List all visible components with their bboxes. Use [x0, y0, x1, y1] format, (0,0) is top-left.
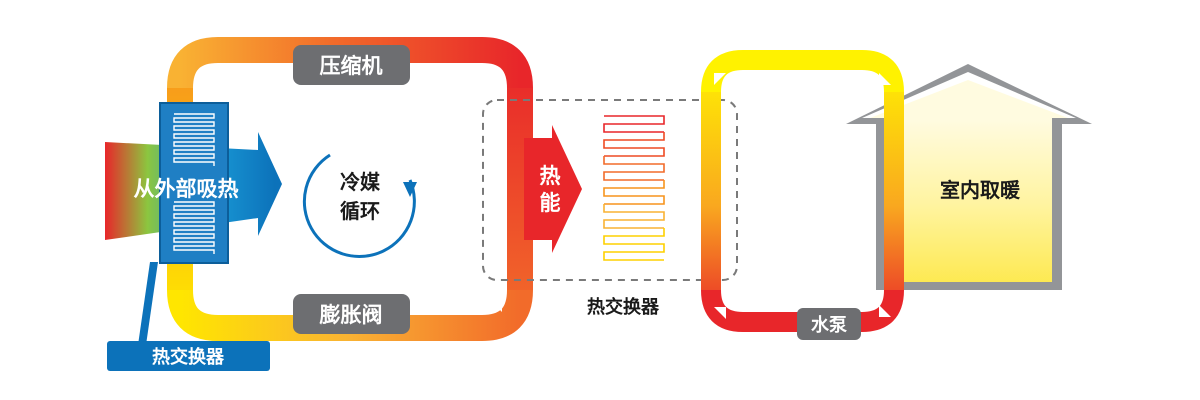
evaporator-exchanger-badge	[107, 341, 270, 371]
flow-arrow-icon	[490, 300, 502, 312]
evaporator-heat-exchanger	[159, 102, 229, 264]
flow-arrow-icon	[879, 73, 891, 85]
flow-arrow-icon	[490, 70, 502, 82]
expansion-valve-badge	[293, 294, 410, 334]
flow-arrow-icon	[879, 305, 891, 317]
cycle-arc	[302, 153, 416, 258]
refrigerant-cycle-line2: 循环	[340, 199, 380, 223]
water-pump-badge	[797, 308, 861, 340]
house-interior	[888, 118, 1052, 282]
exchanger-pointer	[138, 262, 158, 345]
flow-arrow-icon	[714, 73, 726, 85]
flow-arrow-icon	[714, 307, 726, 319]
middle-exchanger-label: 热交换器	[587, 296, 660, 318]
flow-arrow-icon	[201, 298, 213, 310]
indoor-heating-label: 室内取暖	[940, 178, 1021, 202]
evaporator-exchanger-label: 热交换器	[152, 346, 225, 368]
absorb-heat-label: 从外部吸热	[134, 177, 239, 201]
middle-exchanger-frame	[482, 99, 738, 281]
compressor-label: 压缩机	[320, 54, 383, 78]
compressor-badge	[293, 45, 410, 85]
house	[846, 64, 1092, 290]
heat-energy-arrow	[524, 125, 582, 253]
cycle-arrowhead-icon	[403, 182, 417, 197]
flow-arrow-icon	[201, 71, 213, 83]
middle-exchanger-coil	[603, 115, 665, 261]
water-loop	[701, 50, 904, 332]
heat-energy-line1: 热	[540, 164, 561, 188]
refrigerant-cycle-line1: 冷媒	[340, 170, 381, 194]
water-flow-arrows	[714, 73, 891, 319]
loop-flow-arrows	[201, 70, 502, 312]
heat-energy-line2: 能	[540, 191, 561, 215]
water-pump-label: 水泵	[811, 314, 847, 336]
expansion-valve-label: 膨胀阀	[320, 303, 383, 327]
